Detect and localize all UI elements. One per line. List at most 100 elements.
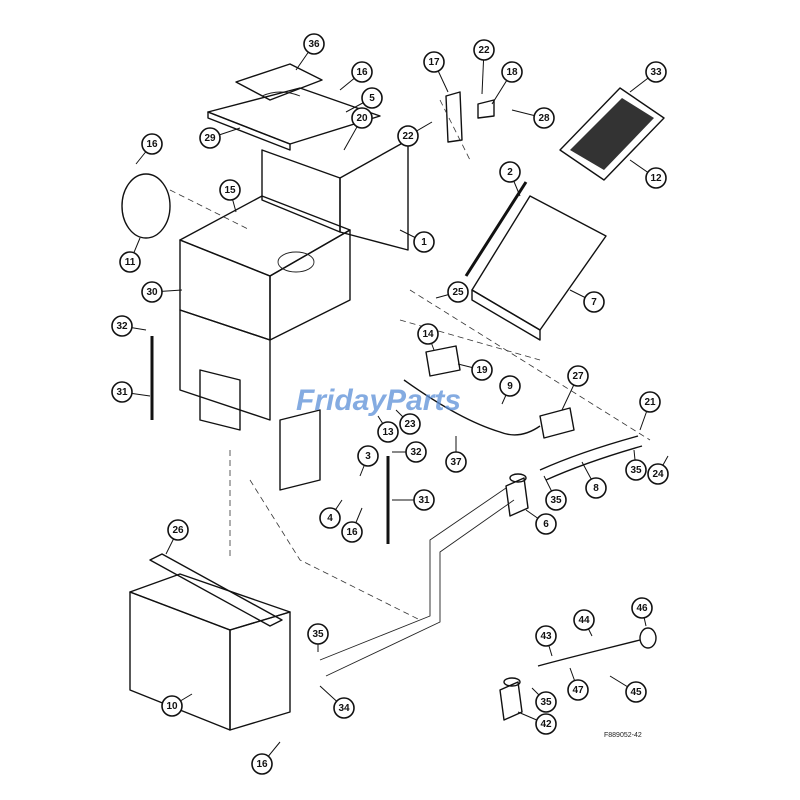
watermark-text: FridayParts: [296, 384, 461, 417]
callout-28: 28: [511, 107, 555, 129]
callout-balloon: [111, 315, 133, 337]
callout-balloon: [499, 375, 521, 397]
callout-balloon: [357, 445, 379, 467]
callout-balloon: [631, 597, 653, 619]
callout-label: 45: [630, 687, 642, 698]
callout-label: 47: [572, 685, 584, 696]
callout-balloon: [583, 291, 605, 313]
callout-group: 3616520291615113011722182228331222573231…: [111, 33, 669, 775]
callout-32: 32: [111, 315, 147, 337]
callout-balloon: [333, 697, 355, 719]
callout-balloon: [625, 681, 647, 703]
callout-label: 11: [125, 257, 136, 268]
callout-16: 16: [251, 741, 281, 775]
callout-label: 27: [572, 371, 584, 382]
callout-balloon: [417, 323, 439, 345]
callout-3: 3: [357, 445, 379, 477]
callout-label: 16: [256, 759, 268, 770]
parts-drawing: [121, 63, 665, 731]
callout-balloon: [423, 51, 445, 73]
callout-balloon: [535, 713, 557, 735]
callout-balloon: [473, 39, 495, 61]
callout-14: 14: [417, 323, 439, 351]
callout-label: 3: [365, 451, 371, 462]
callout-29: 29: [199, 127, 241, 149]
callout-label: 31: [418, 495, 430, 506]
callout-label: 15: [224, 185, 236, 196]
callout-balloon: [645, 167, 667, 189]
callout-balloon: [501, 61, 523, 83]
callout-36: 36: [295, 33, 325, 71]
callout-balloon: [161, 695, 183, 717]
callout-balloon: [303, 33, 325, 55]
callout-balloon: [199, 127, 221, 149]
callout-balloon: [445, 451, 467, 473]
callout-label: 10: [166, 701, 178, 712]
callout-23: 23: [395, 409, 421, 435]
callout-balloon: [471, 359, 493, 381]
callout-label: 26: [172, 525, 184, 536]
refrigerant-lines: [319, 487, 507, 661]
callout-label: 22: [478, 45, 490, 56]
callout-balloon: [567, 679, 589, 701]
callout-27: 27: [561, 365, 589, 411]
callout-21: 21: [639, 391, 661, 431]
callout-9: 9: [499, 375, 521, 405]
callout-label: 2: [507, 167, 513, 178]
callout-balloon: [567, 365, 589, 387]
drain-tray: [471, 195, 607, 331]
callout-balloon: [351, 107, 373, 129]
callout-12: 12: [629, 159, 667, 189]
callout-label: 44: [578, 615, 590, 626]
callout-balloon: [399, 413, 421, 435]
bracket: [445, 91, 463, 143]
callout-37: 37: [445, 436, 467, 473]
callout-18: 18: [491, 61, 523, 105]
callout-label: 25: [452, 287, 464, 298]
callout-label: 1: [421, 237, 427, 248]
callout-balloon: [625, 459, 647, 481]
top-strip: [149, 553, 283, 627]
callout-label: 7: [591, 297, 597, 308]
callout-balloon: [319, 507, 341, 529]
callout-34: 34: [319, 685, 355, 719]
callout-balloon: [361, 87, 383, 109]
fitting-lower: [499, 681, 523, 721]
callout-balloon: [219, 179, 241, 201]
top-cover-plate: [235, 63, 323, 101]
callout-16: 16: [339, 61, 373, 91]
sensor-wire: [403, 379, 541, 436]
callout-label: 16: [356, 67, 368, 78]
callout-label: 22: [402, 131, 414, 142]
callout-balloon: [545, 489, 567, 511]
callout-balloon: [535, 625, 557, 647]
figure-id: F889052-42: [604, 732, 642, 739]
callout-label: 17: [428, 57, 440, 68]
callout-balloon: [307, 623, 329, 645]
callout-10: 10: [161, 693, 193, 717]
callout-label: 34: [338, 703, 350, 714]
callout-balloon: [573, 609, 595, 631]
callout-35: 35: [531, 687, 557, 713]
callout-balloon: [645, 61, 667, 83]
callout-balloon: [535, 513, 557, 535]
callout-32: 32: [392, 441, 427, 463]
callout-22: 22: [473, 39, 495, 95]
callout-label: 35: [550, 495, 562, 506]
callout-label: 21: [644, 397, 656, 408]
callout-label: 20: [356, 113, 368, 124]
callout-25: 25: [435, 281, 469, 303]
callout-label: 19: [476, 365, 488, 376]
callout-label: 42: [540, 719, 552, 730]
valve: [425, 345, 461, 377]
callout-label: 16: [146, 139, 158, 150]
callout-label: 32: [410, 447, 422, 458]
callout-label: 36: [308, 39, 320, 50]
callout-8: 8: [581, 461, 607, 499]
callout-label: 35: [312, 629, 324, 640]
callout-24: 24: [647, 455, 669, 485]
callout-label: 5: [369, 93, 375, 104]
callout-balloon: [119, 251, 141, 273]
callout-label: 31: [116, 387, 128, 398]
